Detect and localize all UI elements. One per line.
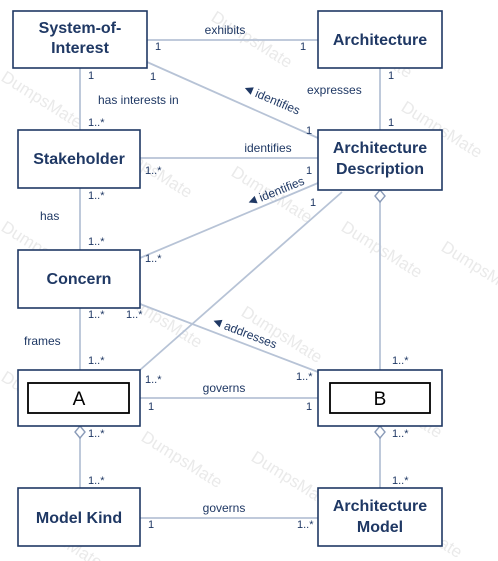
multiplicity-label: 1..* bbox=[126, 309, 143, 321]
multiplicity-label: 1 bbox=[306, 165, 312, 177]
connector-identifies-concern bbox=[139, 182, 319, 259]
relation-identifies-stakeholder: identifies bbox=[244, 141, 291, 155]
watermark-text: DumpsMate bbox=[0, 67, 86, 132]
multiplicity-label: 1..* bbox=[88, 236, 105, 248]
model-kind-box: Model Kind bbox=[17, 487, 141, 547]
multiplicity-label: 1 bbox=[88, 70, 94, 82]
relation-expresses: expresses bbox=[307, 83, 362, 97]
direction-arrow-icon bbox=[213, 319, 223, 328]
stakeholder-box: Stakeholder bbox=[17, 129, 141, 189]
relation-governs-models: governs bbox=[203, 501, 246, 515]
multiplicity-label: 1..* bbox=[296, 371, 313, 383]
multiplicity-label: 1..* bbox=[297, 519, 314, 531]
architecture-box: Architecture bbox=[317, 10, 443, 69]
multiplicity-label: 1 bbox=[306, 401, 312, 413]
multiplicity-label: 1 bbox=[388, 117, 394, 129]
architecture-description-box: Architecture Description bbox=[317, 129, 443, 191]
multiplicity-label: 1..* bbox=[145, 253, 162, 265]
watermark-text: DumpsMate bbox=[338, 217, 426, 282]
multiplicity-label: 1..* bbox=[88, 309, 105, 321]
b-label: B bbox=[374, 389, 387, 410]
multiplicity-layer: 1 1 1 1 1..* 1 1 1 1..* 1 1..* 1..* 1 1.… bbox=[88, 41, 409, 531]
relation-identifies-soi-group: identifies bbox=[244, 86, 302, 118]
system-of-interest-box: System-of- Interest bbox=[12, 10, 148, 69]
aggregation-diamond-ad bbox=[374, 188, 386, 204]
concern-label: Concern bbox=[47, 271, 112, 288]
architecture-description-label-line2: Description bbox=[336, 161, 424, 178]
multiplicity-label: 1 bbox=[300, 41, 306, 53]
multiplicity-label: 1..* bbox=[145, 374, 162, 386]
multiplicity-label: 1..* bbox=[88, 355, 105, 367]
architecture-label: Architecture bbox=[333, 32, 427, 49]
direction-arrow-icon bbox=[248, 195, 258, 204]
multiplicity-label: 1..* bbox=[88, 428, 105, 440]
multiplicity-label: 1 bbox=[148, 401, 154, 413]
stakeholder-label: Stakeholder bbox=[33, 151, 125, 168]
architecture-description-label-line1: Architecture bbox=[333, 140, 427, 157]
system-of-interest-label-line1: System-of- bbox=[39, 20, 122, 37]
connector-addresses bbox=[139, 303, 319, 373]
direction-arrow-icon bbox=[244, 87, 254, 95]
multiplicity-label: 1 bbox=[310, 197, 316, 209]
relation-exhibits: exhibits bbox=[205, 23, 246, 37]
relation-frames: frames bbox=[24, 334, 61, 348]
multiplicity-label: 1..* bbox=[392, 355, 409, 367]
a-label: A bbox=[73, 389, 86, 410]
aggregation-diamond-b bbox=[374, 424, 386, 440]
aggregation-diamond-a bbox=[74, 424, 86, 440]
multiplicity-label: 1..* bbox=[145, 165, 162, 177]
concern-box: Concern bbox=[17, 249, 141, 309]
multiplicity-label: 1 bbox=[155, 41, 161, 53]
architecture-model-box: Architecture Model bbox=[317, 487, 443, 547]
multiplicity-label: 1..* bbox=[88, 117, 105, 129]
architecture-model-label-line1: Architecture bbox=[333, 498, 427, 515]
architecture-model-label-line2: Model bbox=[357, 519, 403, 536]
watermark-text: DumpsMate bbox=[438, 237, 498, 302]
multiplicity-label: 1 bbox=[148, 519, 154, 531]
multiplicity-label: 1 bbox=[150, 71, 156, 83]
multiplicity-label: 1..* bbox=[392, 428, 409, 440]
diamond-layer bbox=[74, 188, 386, 440]
a-box: A bbox=[17, 369, 141, 427]
multiplicity-label: 1 bbox=[306, 125, 312, 137]
multiplicity-label: 1..* bbox=[392, 475, 409, 487]
relation-governs-ab: governs bbox=[203, 381, 246, 395]
b-box: B bbox=[317, 369, 443, 427]
model-kind-label: Model Kind bbox=[36, 510, 122, 527]
multiplicity-label: 1..* bbox=[88, 475, 105, 487]
connector-identifies-soi bbox=[146, 61, 319, 139]
multiplicity-label: 1 bbox=[388, 70, 394, 82]
relation-has: has bbox=[40, 209, 59, 223]
connector-ad-a bbox=[139, 191, 343, 371]
watermark-text: DumpsMate bbox=[138, 427, 226, 492]
connector-layer bbox=[79, 39, 381, 519]
system-of-interest-label-line2: Interest bbox=[51, 40, 109, 57]
multiplicity-label: 1..* bbox=[88, 190, 105, 202]
relation-has-interests-in: has interests in bbox=[98, 93, 179, 107]
